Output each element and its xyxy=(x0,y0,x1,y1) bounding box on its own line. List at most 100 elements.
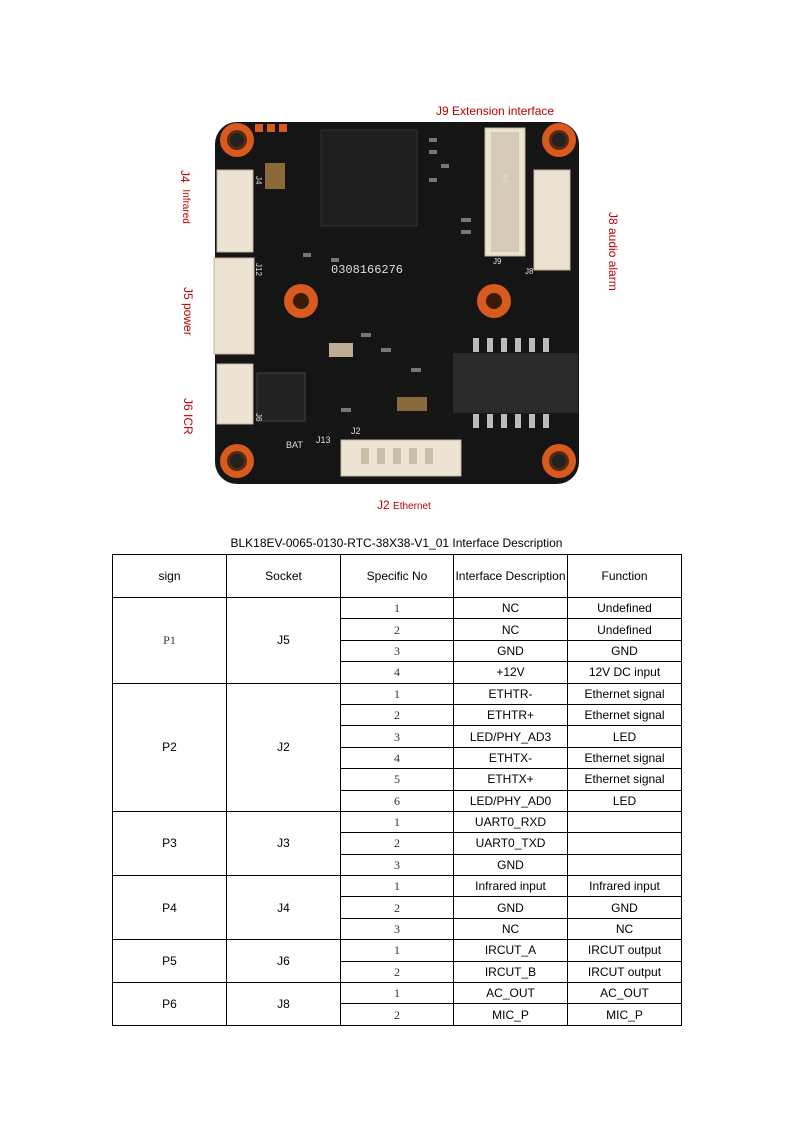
board-serial: 0308166276 xyxy=(331,263,403,277)
cell-interface-description: GND xyxy=(453,639,568,663)
table-caption: BLK18EV-0065-0130-RTC-38X38-V1_01 Interf… xyxy=(230,536,563,550)
cell-function: NC xyxy=(567,917,682,941)
silk-j2: J2 xyxy=(351,426,361,436)
cell-interface-description: AC_OUT xyxy=(453,982,568,1005)
cell-function xyxy=(567,853,682,877)
header-socket: Socket xyxy=(226,554,341,598)
cell-interface-description: IRCUT_A xyxy=(453,939,568,962)
cell-function: IRCUT output xyxy=(567,939,682,962)
cell-sign: P6 xyxy=(112,982,227,1026)
cell-interface-description: LED/PHY_AD0 xyxy=(453,789,568,812)
cell-specific-no: 1 xyxy=(340,982,454,1005)
silk-j8: J8 xyxy=(525,267,534,276)
callout-j6-icr: J6 ICR xyxy=(181,398,195,435)
cell-interface-description: ETHTX- xyxy=(453,746,568,770)
cell-interface-description: IRCUT_B xyxy=(453,960,568,984)
cell-interface-description: Infrared input xyxy=(453,875,568,898)
cell-interface-description: GND xyxy=(453,853,568,877)
cell-interface-description: MIC_P xyxy=(453,1003,568,1026)
callout-j4-name: Infrared xyxy=(180,189,191,224)
cell-specific-no: 2 xyxy=(340,703,454,727)
mount-hole-bl xyxy=(220,444,254,478)
cell-function: Ethernet signal xyxy=(567,746,682,770)
cell-socket: J8 xyxy=(226,982,341,1026)
cell-interface-description: ETHTX+ xyxy=(453,768,568,791)
soc-chip xyxy=(320,129,418,227)
cell-specific-no: 3 xyxy=(340,725,454,748)
cell-function: Ethernet signal xyxy=(567,703,682,727)
header-interface-description: Interface Description xyxy=(453,554,568,598)
interface-table: sign Socket Specific No Interface Descri… xyxy=(112,554,682,1026)
cell-interface-description: NC xyxy=(453,618,568,641)
cell-interface-description: NC xyxy=(453,596,568,620)
header-specific-no: Specific No xyxy=(340,554,454,598)
cell-specific-no: 3 xyxy=(340,639,454,663)
cell-function: MIC_P xyxy=(567,1003,682,1026)
board-photo: 0308166276 BAT J13 J2 A0 J9 J8 J4 J12 J6 xyxy=(211,118,583,488)
top-pads xyxy=(255,124,287,132)
callout-j4-infrared: J4 Infrared xyxy=(178,170,192,224)
cell-sign: P4 xyxy=(112,875,227,941)
cell-interface-description: UART0_TXD xyxy=(453,832,568,855)
silk-j9: J9 xyxy=(493,257,502,266)
cell-function: GND xyxy=(567,896,682,919)
callout-j4-id: J4 xyxy=(178,170,192,183)
cell-function: AC_OUT xyxy=(567,982,682,1005)
callout-j2-id: J2 xyxy=(377,498,390,512)
cell-specific-no: 3 xyxy=(340,853,454,877)
cell-sign: P1 xyxy=(112,597,227,684)
cell-function: LED xyxy=(567,725,682,748)
cell-function: Undefined xyxy=(567,596,682,620)
transformer-pins xyxy=(473,338,549,428)
cell-specific-no: 2 xyxy=(340,1003,454,1026)
connector-j5 xyxy=(213,257,255,355)
cell-socket: J3 xyxy=(226,810,341,877)
cell-specific-no: 1 xyxy=(340,810,454,834)
cell-specific-no: 3 xyxy=(340,917,454,941)
cell-function xyxy=(567,810,682,834)
cell-function: Undefined xyxy=(567,618,682,641)
cell-function: Infrared input xyxy=(567,875,682,898)
cell-function: 12V DC input xyxy=(567,661,682,684)
tantalum-capacitor xyxy=(397,397,427,411)
cell-specific-no: 4 xyxy=(340,746,454,770)
cell-socket: J4 xyxy=(226,875,341,941)
cell-function: Ethernet signal xyxy=(567,768,682,791)
cell-interface-description: ETHTR- xyxy=(453,682,568,705)
cell-specific-no: 4 xyxy=(340,661,454,684)
cell-socket: J5 xyxy=(226,597,341,684)
cell-function: GND xyxy=(567,639,682,663)
cell-interface-description: NC xyxy=(453,917,568,941)
capacitor-mid xyxy=(329,343,353,357)
table-header-row: sign Socket Specific No Interface Descri… xyxy=(112,554,682,598)
mount-hole-center-left xyxy=(284,284,318,318)
cell-socket: J2 xyxy=(226,682,341,812)
cell-specific-no: 2 xyxy=(340,832,454,855)
silk-a0: A0 xyxy=(500,173,509,183)
callout-j8-audio-alarm: J8 audio alarm xyxy=(606,212,620,291)
mount-hole-br xyxy=(542,444,576,478)
cell-specific-no: 2 xyxy=(340,618,454,641)
crystal xyxy=(265,163,285,189)
cell-function xyxy=(567,832,682,855)
callout-j5-power: J5 power xyxy=(181,287,195,336)
cell-specific-no: 5 xyxy=(340,768,454,791)
connector-j8 xyxy=(533,169,571,271)
cell-sign: P3 xyxy=(112,810,227,877)
